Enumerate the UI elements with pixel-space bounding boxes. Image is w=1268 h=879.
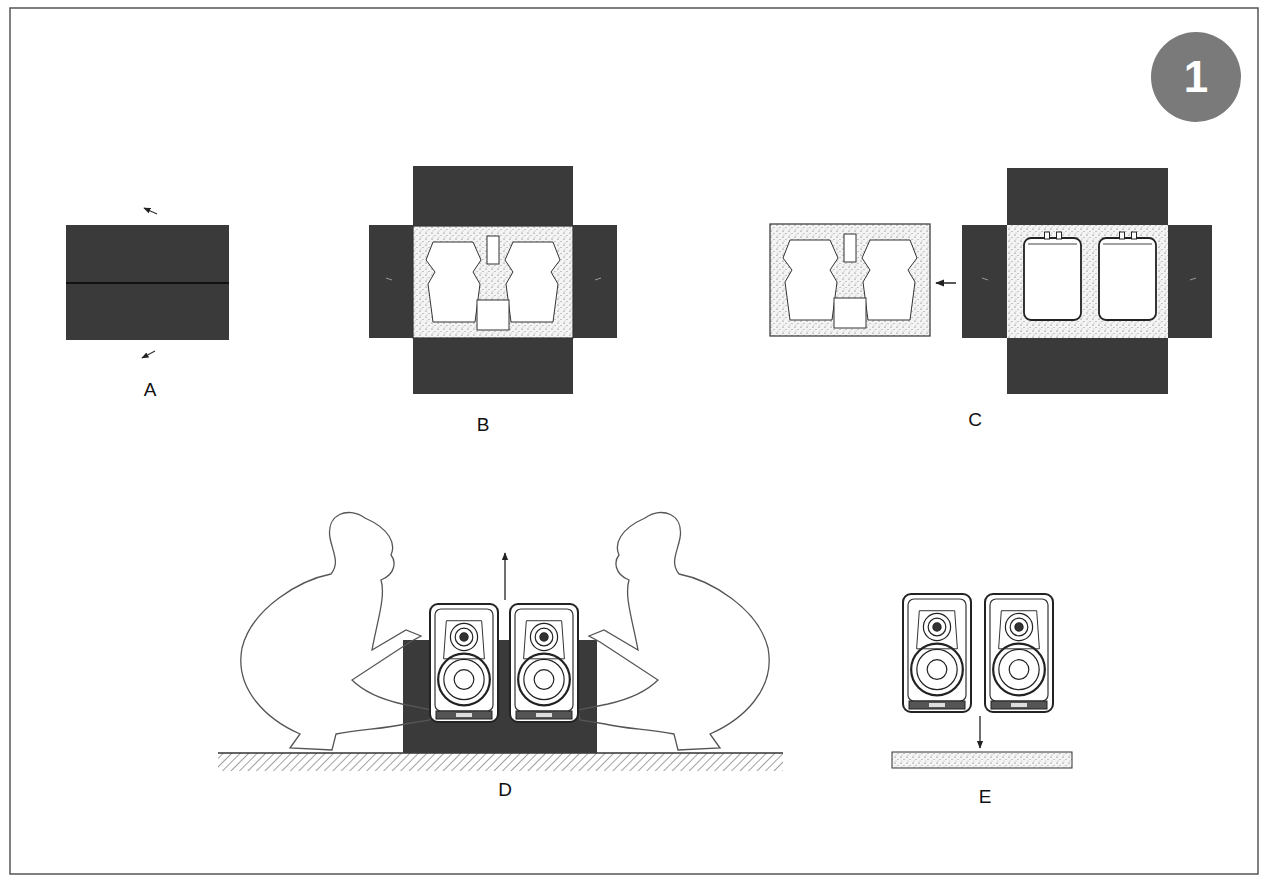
step-letter: D — [498, 779, 512, 801]
placing-scene — [892, 716, 1072, 768]
speaker-front — [985, 594, 1053, 712]
frame — [10, 8, 1258, 874]
lifting-scene — [218, 512, 783, 771]
step-letter: B — [477, 414, 490, 436]
opened-box — [369, 166, 617, 394]
speaker-front — [903, 594, 971, 712]
speaker-front — [430, 604, 498, 722]
step-letter: C — [968, 409, 982, 431]
step-number: 1 — [1184, 52, 1208, 102]
foam-removed — [770, 168, 1212, 394]
speaker-top — [1099, 232, 1156, 320]
closed-box — [66, 208, 229, 358]
speaker-front — [510, 604, 578, 722]
step-letter: A — [144, 379, 157, 401]
step-badge: 1 — [1151, 32, 1241, 122]
step-letter: E — [979, 786, 992, 808]
speaker-top — [1024, 232, 1081, 320]
